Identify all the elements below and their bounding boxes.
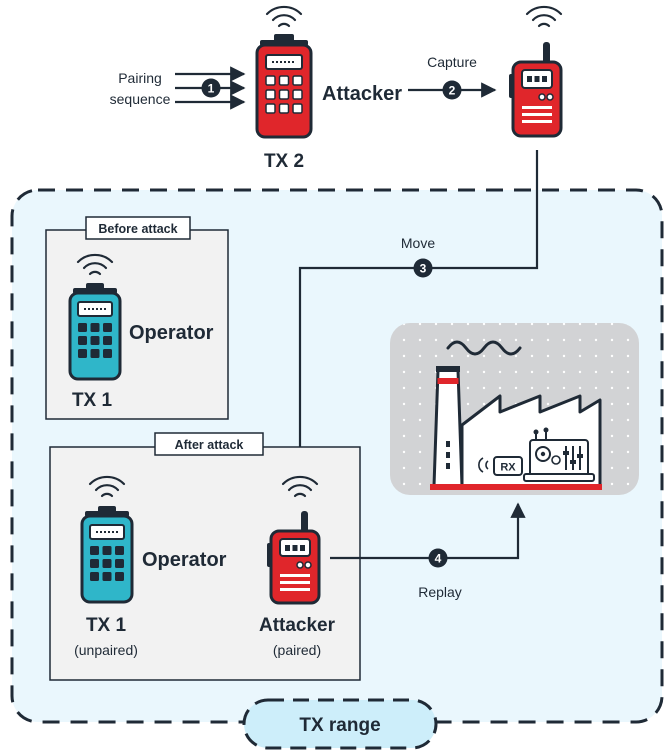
move-path: 3 Move (292, 150, 539, 464)
pairing-label-line1: Pairing (118, 70, 162, 86)
before-operator-label: Operator (129, 322, 214, 344)
chimney-icon (432, 366, 464, 488)
step-4-badge (428, 548, 448, 568)
pairing-label-line2: sequence (110, 91, 171, 107)
after-attacker-status: (paired) (273, 642, 321, 658)
attacker-top-signal-icon (525, 5, 563, 28)
tx-range-label: TX range (299, 715, 380, 736)
attacker-radio-top (509, 5, 563, 138)
step-2-badge (442, 80, 462, 100)
after-tx1-status: (unpaired) (74, 642, 138, 658)
machine-icon (523, 427, 595, 482)
after-title: After attack (175, 438, 244, 452)
before-tx1-label: TX 1 (72, 390, 113, 411)
factory-panel: RX (390, 323, 639, 495)
step-1-badge (201, 78, 221, 98)
step-3-badge (413, 258, 433, 278)
pairing-input: Pairing sequence 1 (110, 66, 246, 110)
after-attack-panel: After attack Operator TX 1 (unpaired) (49, 432, 361, 681)
after-tx1-label: TX 1 (86, 615, 127, 636)
smoke-icon (446, 340, 522, 356)
step-1-number: 1 (208, 82, 215, 96)
before-title: Before attack (98, 222, 177, 236)
after-tx1-remote (80, 475, 134, 604)
tx-range-badge: TX range (242, 698, 438, 750)
before-tx1-remote (68, 253, 122, 381)
replay-label: Replay (418, 584, 462, 600)
step-2-number: 2 (449, 84, 456, 98)
attacker-top-label: Attacker (322, 83, 402, 105)
tx2-remote: TX 2 (255, 5, 313, 172)
rx-receiver-icon: RX (478, 456, 523, 476)
replay-path: 4 Replay (330, 502, 526, 600)
capture-arrow: 2 Capture (408, 54, 497, 100)
move-label: Move (401, 235, 435, 251)
step-4-number: 4 (435, 552, 442, 566)
capture-label: Capture (427, 54, 477, 70)
after-operator-label: Operator (142, 549, 227, 571)
rx-label: RX (500, 462, 516, 474)
attacker-radio-paired (267, 475, 321, 605)
tx2-signal-icon (265, 5, 303, 28)
tx2-label: TX 2 (264, 151, 304, 172)
after-attacker-label: Attacker (259, 615, 336, 636)
step-3-number: 3 (420, 262, 427, 276)
before-attack-panel: Before attack Operator TX 1 (45, 216, 229, 420)
